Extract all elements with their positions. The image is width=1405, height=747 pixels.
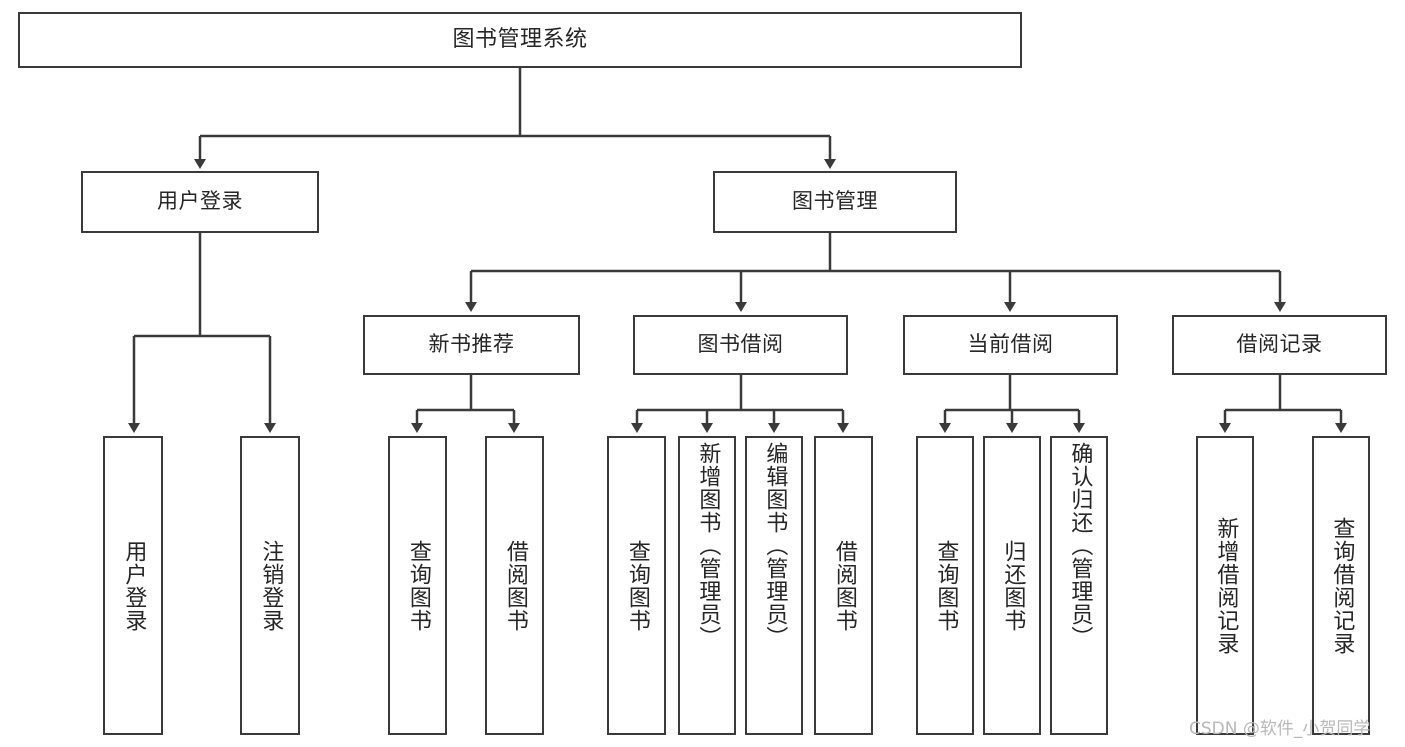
node-root[interactable]: 图书管理系统 — [18, 12, 1022, 68]
node-label: 新书推荐 — [428, 332, 515, 357]
node-label: 用户登录 — [157, 189, 243, 214]
node-label: 编辑图书（管理员） — [762, 442, 788, 649]
node-label: 查询借阅记录 — [1329, 516, 1355, 655]
node-label: 借阅图书 — [502, 539, 528, 632]
node-level2[interactable]: 用户登录 — [81, 171, 319, 233]
node-level3[interactable]: 借阅记录 — [1172, 315, 1387, 375]
node-leaf[interactable]: 新增图书（管理员） — [678, 436, 736, 735]
node-level3[interactable]: 新书推荐 — [363, 315, 580, 375]
node-level3[interactable]: 当前借阅 — [903, 315, 1118, 375]
node-label: 查询图书 — [405, 539, 431, 632]
node-leaf[interactable]: 查询借阅记录 — [1312, 436, 1370, 735]
node-leaf[interactable]: 注销登录 — [240, 436, 300, 735]
node-label: 注销登录 — [258, 539, 284, 632]
node-label: 用户登录 — [121, 539, 147, 632]
node-label: 查询图书 — [624, 539, 650, 632]
node-leaf[interactable]: 查询图书 — [388, 436, 447, 735]
node-label: 查询图书 — [933, 539, 959, 632]
node-label: 新增图书（管理员） — [695, 442, 721, 649]
node-leaf[interactable]: 借阅图书 — [814, 436, 873, 735]
node-leaf[interactable]: 编辑图书（管理员） — [745, 436, 803, 735]
node-label: 新增借阅记录 — [1213, 516, 1239, 655]
node-leaf[interactable]: 确认归还（管理员） — [1050, 436, 1108, 735]
node-label: 借阅图书 — [831, 539, 857, 632]
watermark: CSDN @软件_小贺同学 — [1189, 719, 1371, 739]
node-label: 归还图书 — [1000, 539, 1026, 632]
node-label: 图书管理 — [792, 189, 878, 214]
node-leaf[interactable]: 借阅图书 — [485, 436, 544, 735]
node-label: 借阅记录 — [1236, 332, 1323, 357]
node-label: 图书管理系统 — [452, 26, 588, 52]
node-leaf[interactable]: 新增借阅记录 — [1196, 436, 1254, 735]
node-leaf[interactable]: 用户登录 — [103, 436, 163, 735]
node-leaf[interactable]: 查询图书 — [607, 436, 666, 735]
node-label: 确认归还（管理员） — [1067, 442, 1093, 649]
node-label: 图书借阅 — [697, 332, 784, 357]
node-label: 当前借阅 — [967, 332, 1054, 357]
node-level3[interactable]: 图书借阅 — [633, 315, 848, 375]
node-level2[interactable]: 图书管理 — [713, 171, 957, 233]
node-leaf[interactable]: 查询图书 — [916, 436, 974, 735]
node-leaf[interactable]: 归还图书 — [983, 436, 1041, 735]
